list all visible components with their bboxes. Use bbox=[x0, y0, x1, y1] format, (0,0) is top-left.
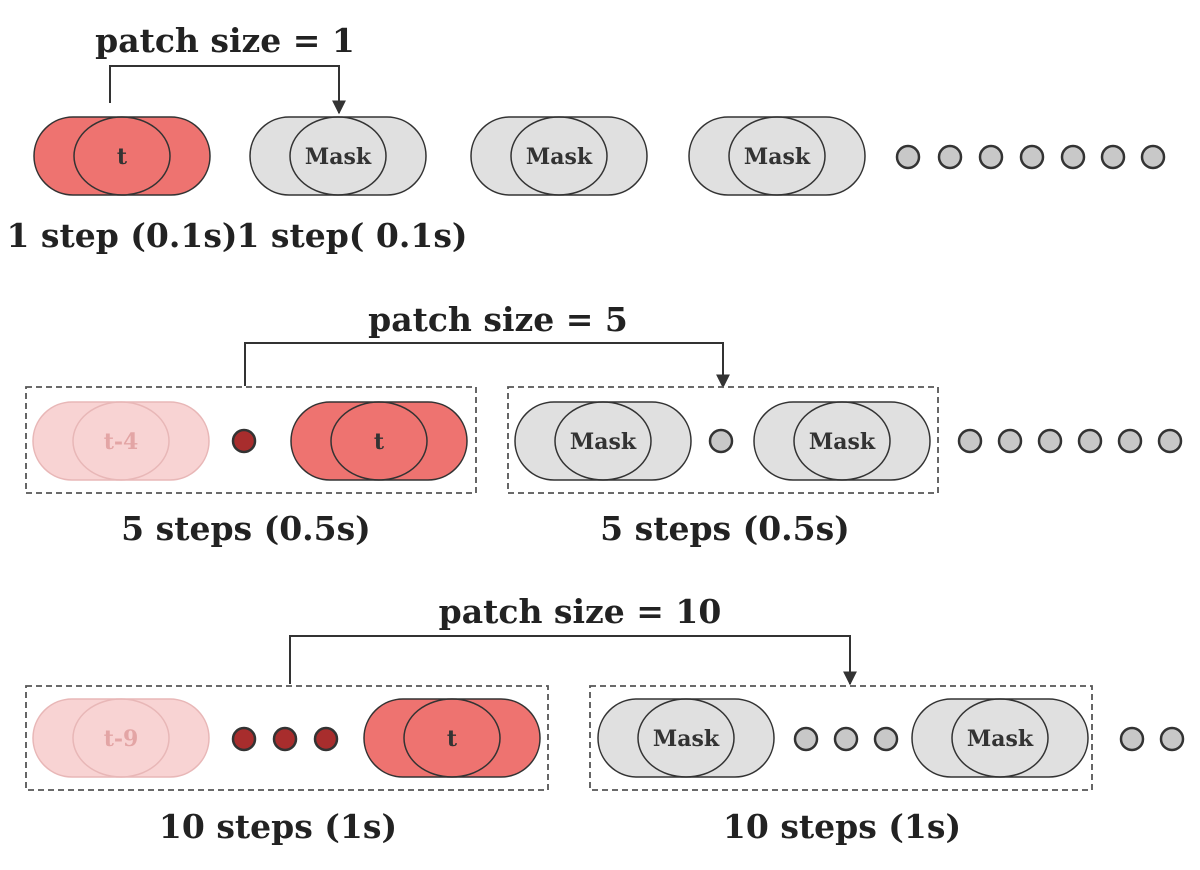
token-mask: Mask bbox=[597, 698, 775, 778]
past-dot bbox=[313, 726, 339, 752]
token-current: t bbox=[363, 698, 541, 778]
future-dot bbox=[1019, 144, 1045, 170]
token-mask: Mask bbox=[514, 401, 692, 481]
step-label: 5 steps (0.5s) bbox=[121, 509, 371, 548]
token-current: t bbox=[290, 401, 468, 481]
token-label: t-4 bbox=[104, 429, 139, 455]
row-patch-size-10: patch size = 10 t-9 t Mask Mask bbox=[25, 592, 1185, 846]
trailing-dots bbox=[895, 144, 1166, 170]
token-label: t bbox=[374, 429, 385, 455]
row-patch-size-1: patch size = 1 t Mask Mask Mask bbox=[6, 21, 1166, 255]
future-dot bbox=[978, 144, 1004, 170]
patch-size-label: patch size = 10 bbox=[439, 592, 722, 631]
future-dot bbox=[997, 428, 1023, 454]
future-dot bbox=[708, 428, 734, 454]
patch-size-label: patch size = 1 bbox=[95, 21, 355, 60]
patch-size-label: patch size = 5 bbox=[368, 300, 628, 339]
token-mask: Mask bbox=[911, 698, 1089, 778]
token-label: Mask bbox=[570, 429, 637, 455]
step-label: 10 steps (1s) bbox=[723, 807, 961, 846]
token-mask: Mask bbox=[470, 116, 648, 196]
step-label: 1 step( 0.1s) bbox=[236, 216, 467, 255]
token-past: t-4 bbox=[32, 401, 210, 481]
future-dot bbox=[1077, 428, 1103, 454]
future-dot bbox=[1140, 144, 1166, 170]
token-label: Mask bbox=[967, 726, 1034, 752]
future-dot bbox=[793, 726, 819, 752]
token-mask: Mask bbox=[753, 401, 931, 481]
row-patch-size-5: patch size = 5 t-4 t Mask Mask bbox=[25, 300, 1183, 548]
step-label: 1 step (0.1s) bbox=[6, 216, 237, 255]
future-dot bbox=[1037, 428, 1063, 454]
patch-group-box bbox=[25, 685, 549, 791]
token-label: Mask bbox=[305, 144, 372, 170]
patch-group-box bbox=[507, 386, 939, 494]
token-label: t bbox=[447, 726, 458, 752]
future-dot bbox=[1100, 144, 1126, 170]
future-dot bbox=[1117, 428, 1143, 454]
future-dot bbox=[1159, 726, 1185, 752]
patch-arrow bbox=[289, 635, 857, 686]
trailing-dots bbox=[1119, 726, 1185, 752]
token-label: Mask bbox=[653, 726, 720, 752]
token-past: t-9 bbox=[32, 698, 210, 778]
future-dot bbox=[895, 144, 921, 170]
future-dot bbox=[833, 726, 859, 752]
token-mask: Mask bbox=[249, 116, 427, 196]
trailing-dots bbox=[957, 428, 1183, 454]
step-label: 10 steps (1s) bbox=[159, 807, 397, 846]
past-dot bbox=[231, 428, 257, 454]
future-dot bbox=[1060, 144, 1086, 170]
token-label: Mask bbox=[526, 144, 593, 170]
token-label: Mask bbox=[744, 144, 811, 170]
future-dot bbox=[957, 428, 983, 454]
patch-arrow bbox=[109, 65, 346, 115]
future-dot bbox=[1119, 726, 1145, 752]
token-mask: Mask bbox=[688, 116, 866, 196]
step-label: 5 steps (0.5s) bbox=[600, 509, 850, 548]
future-dot bbox=[1157, 428, 1183, 454]
token-label: t-9 bbox=[104, 726, 139, 752]
future-dot bbox=[873, 726, 899, 752]
patch-arrow bbox=[244, 342, 730, 389]
past-dot bbox=[272, 726, 298, 752]
future-dot bbox=[937, 144, 963, 170]
token-label: Mask bbox=[809, 429, 876, 455]
patch-group-box bbox=[25, 386, 477, 494]
patch-group-box bbox=[589, 685, 1093, 791]
past-dot bbox=[231, 726, 257, 752]
token-label: t bbox=[117, 144, 128, 170]
token-current: t bbox=[33, 116, 211, 196]
